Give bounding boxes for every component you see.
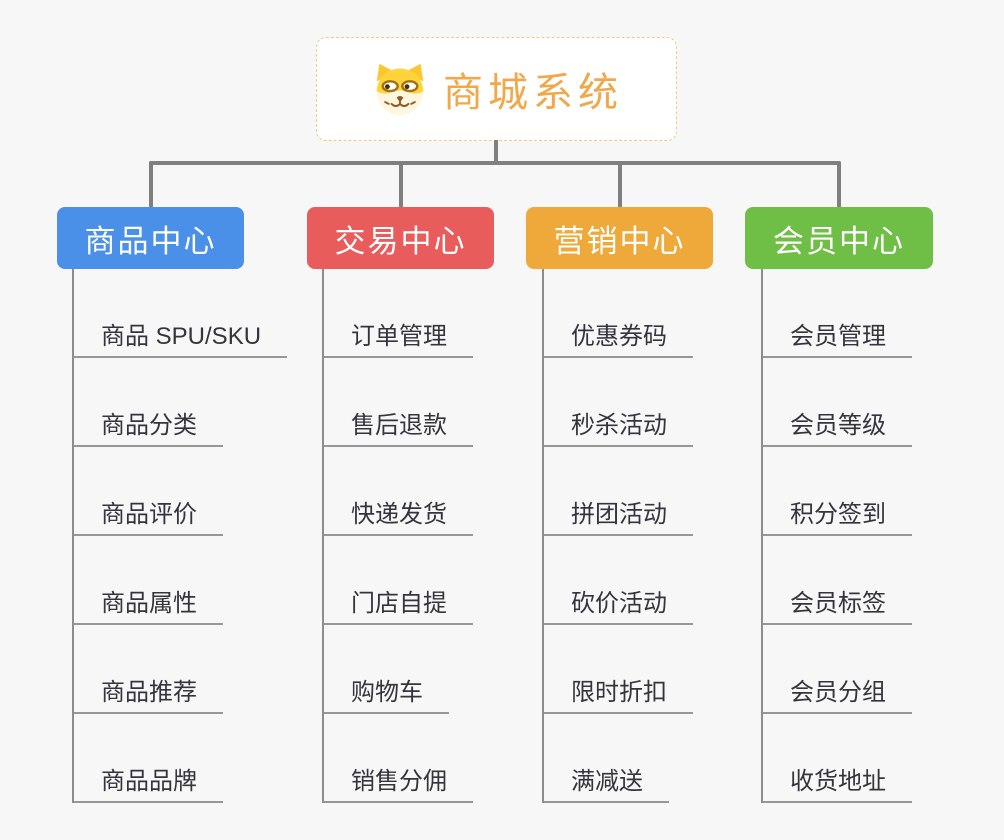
branch-header-label: 会员中心 bbox=[773, 223, 905, 259]
leaf-node[interactable]: 商品分类 bbox=[74, 410, 223, 447]
leaf-row: 门店自提 bbox=[324, 536, 473, 625]
leaf-row: 秒杀活动 bbox=[544, 358, 693, 447]
connector-drop-marketing bbox=[618, 161, 622, 208]
branch-items-members: 会员管理 会员等级 积分签到 会员标签 会员分组 收货地址 bbox=[761, 269, 912, 803]
leaf-node[interactable]: 售后退款 bbox=[324, 410, 473, 447]
leaf-node[interactable]: 砍价活动 bbox=[544, 588, 693, 625]
leaf-node[interactable]: 商品属性 bbox=[74, 588, 223, 625]
leaf-row: 会员分组 bbox=[763, 625, 912, 714]
branch-header-members[interactable]: 会员中心 bbox=[745, 207, 933, 269]
leaf-node[interactable]: 收货地址 bbox=[763, 766, 912, 803]
leaf-row: 收货地址 bbox=[763, 714, 912, 803]
leaf-row: 会员标签 bbox=[763, 536, 912, 625]
leaf-node[interactable]: 会员管理 bbox=[763, 321, 912, 358]
leaf-row: 优惠券码 bbox=[544, 269, 693, 358]
leaf-node[interactable]: 秒杀活动 bbox=[544, 410, 693, 447]
leaf-row: 商品分类 bbox=[74, 358, 287, 447]
connector-drop-products bbox=[149, 161, 153, 208]
leaf-row: 砍价活动 bbox=[544, 536, 693, 625]
leaf-node[interactable]: 会员标签 bbox=[763, 588, 912, 625]
leaf-row: 会员等级 bbox=[763, 358, 912, 447]
leaf-node[interactable]: 商品推荐 bbox=[74, 677, 223, 714]
branch-header-trade[interactable]: 交易中心 bbox=[307, 207, 494, 269]
leaf-row: 商品评价 bbox=[74, 447, 287, 536]
connector-drop-trade bbox=[399, 161, 403, 208]
branch-items-trade: 订单管理 售后退款 快递发货 门店自提 购物车 销售分佣 bbox=[322, 269, 473, 803]
leaf-row: 商品属性 bbox=[74, 536, 287, 625]
leaf-row: 销售分佣 bbox=[324, 714, 473, 803]
leaf-node[interactable]: 销售分佣 bbox=[324, 766, 473, 803]
dog-icon bbox=[376, 63, 424, 116]
leaf-node[interactable]: 优惠券码 bbox=[544, 321, 693, 358]
branch-header-marketing[interactable]: 营销中心 bbox=[526, 207, 713, 269]
branch-header-label: 商品中心 bbox=[84, 223, 217, 259]
branch-header-products[interactable]: 商品中心 bbox=[57, 207, 244, 269]
root-title: 商城系统 bbox=[443, 71, 623, 115]
branch-header-label: 营销中心 bbox=[553, 223, 686, 259]
root-node[interactable]: 商城系统 bbox=[316, 37, 677, 141]
leaf-node[interactable]: 拼团活动 bbox=[544, 499, 693, 536]
leaf-node[interactable]: 商品 SPU/SKU bbox=[74, 321, 288, 358]
branch-header-label: 交易中心 bbox=[334, 223, 467, 259]
branch-items-products: 商品 SPU/SKU 商品分类 商品评价 商品属性 商品推荐 商品品牌 bbox=[72, 269, 288, 803]
leaf-row: 快递发货 bbox=[324, 447, 473, 536]
leaf-row: 售后退款 bbox=[324, 358, 473, 447]
leaf-node[interactable]: 积分签到 bbox=[763, 499, 912, 536]
leaf-node[interactable]: 商品品牌 bbox=[74, 766, 223, 803]
leaf-node[interactable]: 订单管理 bbox=[324, 321, 473, 358]
connector-horizontal bbox=[149, 161, 841, 165]
leaf-row: 限时折扣 bbox=[544, 625, 693, 714]
connector-drop-members bbox=[837, 161, 841, 208]
branch-items-marketing: 优惠券码 秒杀活动 拼团活动 砍价活动 限时折扣 满减送 bbox=[542, 269, 693, 803]
leaf-row: 购物车 bbox=[324, 625, 473, 714]
leaf-row: 商品推荐 bbox=[74, 625, 287, 714]
leaf-node[interactable]: 满减送 bbox=[544, 766, 669, 803]
leaf-node[interactable]: 快递发货 bbox=[324, 499, 473, 536]
leaf-row: 商品品牌 bbox=[74, 714, 287, 803]
leaf-row: 积分签到 bbox=[763, 447, 912, 536]
leaf-node[interactable]: 购物车 bbox=[324, 677, 449, 714]
leaf-row: 满减送 bbox=[544, 714, 693, 803]
leaf-node[interactable]: 会员等级 bbox=[763, 410, 912, 447]
leaf-node[interactable]: 会员分组 bbox=[763, 677, 912, 714]
connector-root-stub bbox=[494, 140, 498, 163]
leaf-node[interactable]: 商品评价 bbox=[74, 499, 223, 536]
leaf-node[interactable]: 门店自提 bbox=[324, 588, 473, 625]
leaf-node[interactable]: 限时折扣 bbox=[544, 677, 693, 714]
leaf-row: 订单管理 bbox=[324, 269, 473, 358]
leaf-row: 商品 SPU/SKU bbox=[74, 269, 288, 358]
leaf-row: 会员管理 bbox=[763, 269, 912, 358]
leaf-row: 拼团活动 bbox=[544, 447, 693, 536]
